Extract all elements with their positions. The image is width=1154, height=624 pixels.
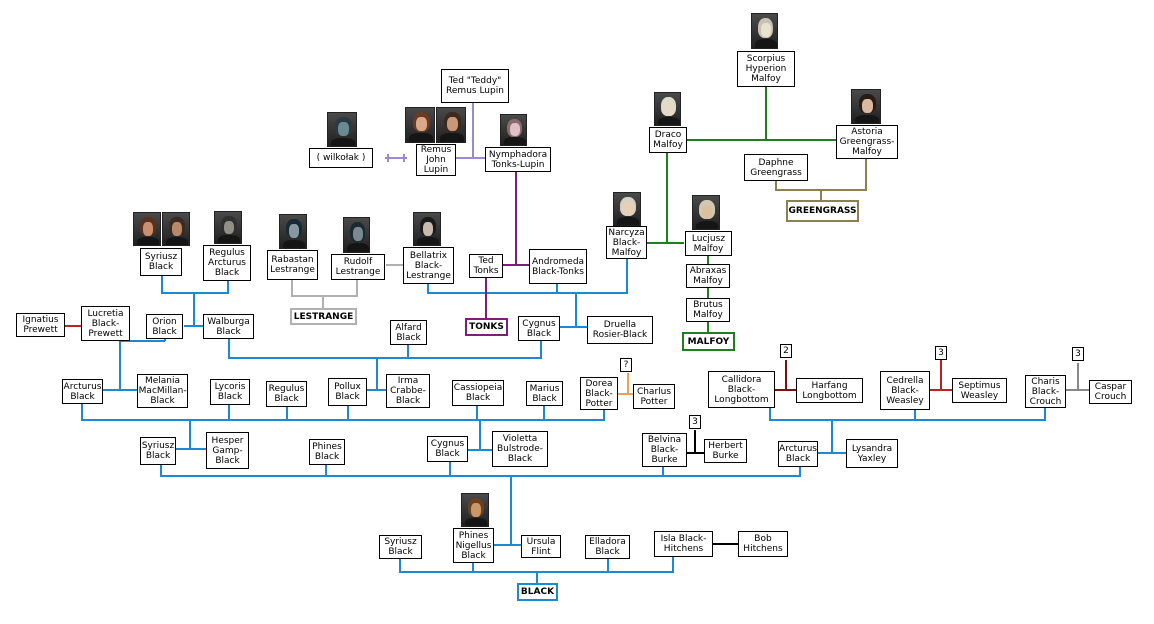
portrait-astoria bbox=[851, 89, 881, 124]
portrait-rabastan bbox=[279, 214, 307, 249]
portrait-regulus2 bbox=[214, 211, 242, 244]
portrait-scorpius bbox=[751, 13, 778, 49]
person-isla: Isla Black-Hitchens bbox=[654, 531, 713, 557]
line-black-gen3-bar-a bbox=[81, 404, 605, 421]
mark-weasley: 3 bbox=[935, 346, 947, 360]
family-label-tonks: TONKS bbox=[465, 318, 508, 336]
person-teddy: Ted "Teddy" Remus Lupin bbox=[441, 69, 509, 103]
mark-longbottom: 2 bbox=[780, 344, 792, 358]
portrait-nymphadora bbox=[500, 114, 527, 146]
portrait-wilkolak bbox=[327, 112, 357, 147]
family-label-malfoy: MALFOY bbox=[682, 332, 735, 351]
line-lestrange-bar bbox=[291, 280, 358, 297]
portrait-syriusz2-a bbox=[133, 212, 161, 246]
portrait-draco bbox=[654, 92, 681, 126]
person-wilkolak: ( wilkołak ) bbox=[309, 148, 373, 168]
portrait-bellatrix bbox=[413, 212, 441, 246]
person-callidora: Callidora Black-Longbottom bbox=[708, 371, 775, 408]
line-black-gen1-bar bbox=[399, 557, 674, 573]
portrait-remus-a bbox=[405, 107, 435, 143]
mark-crouch: 3 bbox=[1072, 347, 1084, 361]
line-black-sirius-bar bbox=[161, 276, 229, 294]
family-label-lestrange: LESTRANGE bbox=[290, 308, 357, 325]
person-nymphadora: Nymphadora Tonks-Lupin bbox=[485, 147, 551, 172]
family-label-black: BLACK bbox=[517, 583, 558, 601]
portrait-narcyza bbox=[613, 192, 641, 226]
portrait-remus-b bbox=[436, 107, 466, 143]
portrait-syriusz2-b bbox=[162, 212, 190, 246]
family-label-greengrass: GREENGRASS bbox=[786, 200, 859, 222]
line-black-gen2-bar bbox=[160, 465, 801, 477]
line-black-gen4-bar bbox=[228, 339, 542, 359]
portrait-lucjusz bbox=[692, 195, 720, 230]
person-violetta: Violetta Bulstrode-Black bbox=[492, 431, 548, 467]
person-harfang: Harfang Longbottom bbox=[796, 378, 863, 403]
person-lucretia: Lucretia Black-Prewett bbox=[81, 306, 130, 341]
mark-burke: 3 bbox=[689, 415, 701, 429]
mark-potter: ? bbox=[620, 358, 632, 372]
person-druella: Druella Rosier-Black bbox=[587, 316, 653, 344]
portrait-rudolf bbox=[343, 217, 370, 253]
portrait-phineas bbox=[461, 493, 489, 527]
line-black-gen3-bar-c bbox=[769, 408, 1046, 421]
line-black-daughters-bar bbox=[427, 257, 628, 294]
